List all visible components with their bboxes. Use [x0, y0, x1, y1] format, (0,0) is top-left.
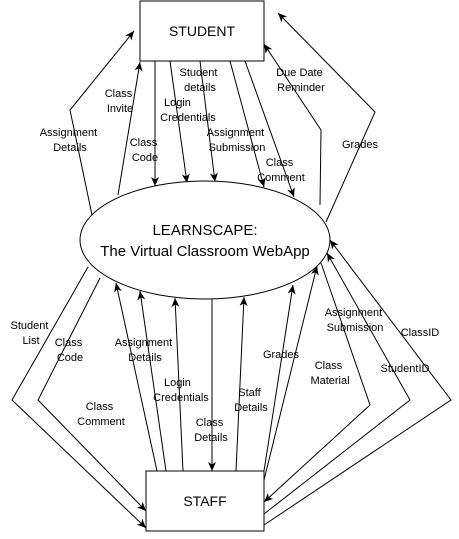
flow-class-material-to-process: [263, 265, 319, 481]
flow-label-staff-assignment-submission: Assignment Submission: [325, 307, 386, 334]
flow-login-credentials-to-process: [171, 297, 184, 472]
flow-label-student-due-date-reminder: Due Date Reminder: [276, 67, 326, 94]
flow-student-list-to-staff: [11, 266, 147, 529]
flow-label-staff-class-details: Class Details: [194, 417, 228, 444]
flow-login-credentials-from-student: [169, 60, 190, 184]
staff-entity-box: [145, 470, 265, 532]
flow-label-staff-student-list: Student List: [11, 320, 52, 347]
flow-due-date-reminder-to-student: [263, 43, 322, 206]
flow-label-staff-class-comment: Class Comment: [77, 401, 125, 428]
student-entity-box: [139, 0, 265, 62]
flow-class-comment-to-process: [114, 282, 158, 472]
flow-label-student-assignment-submission: Assignment Submission: [207, 127, 268, 154]
flow-grades-to-process: [263, 284, 296, 472]
staff-entity-label: STAFF: [183, 493, 226, 509]
process-ellipse: [79, 180, 331, 300]
flow-label-student-class-comment: Class Comment: [257, 157, 305, 184]
flow-class-id-to-process: [263, 239, 452, 526]
flow-label-staff-login-credentials: Login Credentials: [153, 377, 209, 404]
flow-label-student-assignment-details: Assignment Details: [40, 127, 101, 154]
flow-assignment-details-to-process: [137, 290, 167, 472]
student-entity-label: STUDENT: [169, 23, 236, 39]
flow-label-staff-assignment-details: Assignment Details: [115, 337, 176, 364]
flow-arrows: [11, 12, 452, 529]
flow-label-staff-student-id: StudentID: [381, 363, 430, 375]
flow-class-invite-to-student: [117, 61, 143, 196]
flow-label-student-grades: Grades: [342, 139, 379, 151]
flow-label-student-class-invite: Class Invite: [105, 88, 136, 115]
process-subtitle: The Virtual Classroom WebApp: [100, 243, 310, 260]
flow-label-student-details: Student details: [180, 67, 221, 94]
flow-label-student-class-code: Class Code: [130, 137, 161, 164]
flow-label-student-login-credentials: Login Credentials: [160, 97, 216, 124]
flow-label-staff-class-code: Class Code: [55, 337, 86, 364]
flow-assignment-submission-to-staff: [263, 262, 371, 503]
flow-grades-to-student: [277, 12, 376, 223]
flow-student-details-from-student: [199, 60, 218, 183]
flow-label-staff-details: Staff Details: [234, 387, 268, 414]
flow-staff-details-to-process: [235, 296, 248, 472]
flow-student-id-to-process: [263, 252, 411, 515]
flow-class-code-to-staff: [37, 277, 147, 512]
flow-assignment-details-to-student: [69, 30, 135, 216]
flow-class-comment-from-student: [244, 60, 295, 198]
flow-assignment-submission-from-student: [229, 60, 266, 188]
flow-label-staff-class-id: ClassID: [401, 327, 440, 339]
flow-label-staff-class-material: Class Material: [310, 360, 349, 387]
flow-label-staff-grades: Grades: [263, 349, 300, 361]
process-title: LEARNSCAPE:: [152, 222, 257, 239]
